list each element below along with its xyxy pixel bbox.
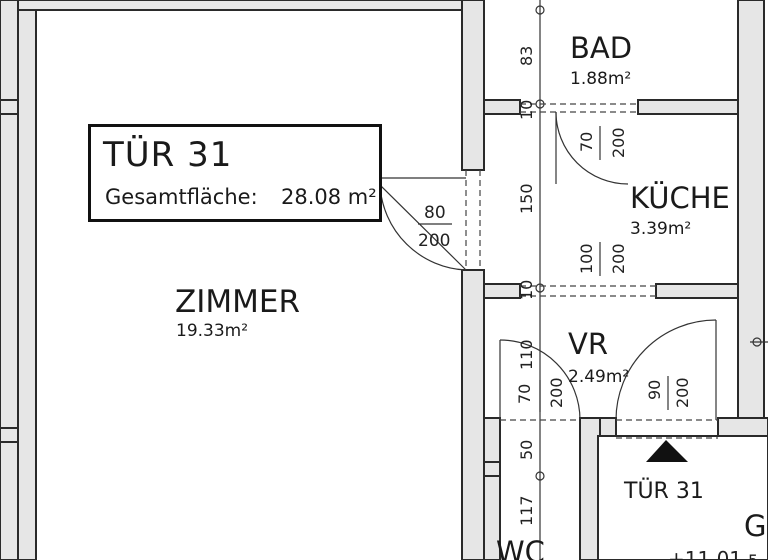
- dim-zimmer-door-w: 80: [424, 203, 446, 223]
- dim-10a: 10: [517, 100, 536, 120]
- wall-center-lower: [461, 269, 485, 560]
- unit-title: TÜR 31: [103, 135, 233, 175]
- dim-83: 83: [517, 46, 536, 66]
- dim-entry-door-h: 200: [673, 377, 692, 408]
- wall-bad-bottom-left: [483, 99, 521, 115]
- room-kueche-area: 3.39m²: [630, 219, 691, 239]
- door-swing-zimmer: [379, 183, 467, 271]
- entrance-label: TÜR 31: [623, 478, 704, 504]
- axis-node: [535, 471, 545, 481]
- dim-wc-door-w: 70: [515, 384, 534, 404]
- total-area-label: Gesamtfläche:: [105, 185, 258, 209]
- total-area-value: 28.08 m²: [281, 185, 377, 209]
- room-bad-area: 1.88m²: [570, 69, 631, 89]
- dim-bad-door-h: 200: [609, 127, 628, 158]
- door-swing-bad: [555, 111, 629, 185]
- wall-g-left: [597, 435, 768, 560]
- wall-bad-bottom-right: [637, 99, 739, 115]
- wall-left-stub-b: [0, 427, 19, 443]
- dimension-labels: 80 200 83 10 150 10 110 50 117 70 200 10…: [418, 46, 763, 560]
- dim-entry-door-w: 90: [645, 380, 664, 400]
- wall-kueche-bottom-right: [655, 283, 739, 299]
- room-vr-name: VR: [568, 327, 608, 361]
- room-vr-area: 2.49m²: [568, 367, 629, 387]
- door-swing-wc: [499, 339, 581, 421]
- room-wc-name: WC: [496, 535, 545, 560]
- wall-left-outer: [0, 0, 19, 560]
- axis-node: [535, 5, 545, 15]
- dim-117: 117: [517, 495, 536, 526]
- dim-zimmer-door-h: 200: [418, 231, 450, 251]
- dim-150: 150: [517, 183, 536, 214]
- wall-left-stub-a: [0, 99, 19, 115]
- dim-bad-door-w: 70: [577, 132, 596, 152]
- unit-title-box: TÜR 31 Gesamtfläche: 28.08 m²: [88, 124, 382, 222]
- dim-wc-door-h: 200: [547, 377, 566, 408]
- dim-kueche-door-h: 200: [609, 243, 628, 274]
- dim-10b: 10: [517, 280, 536, 300]
- dim-partial-right: 5.: [748, 551, 763, 560]
- wall-vr-bottom-left: [483, 417, 501, 560]
- wall-kueche-bottom-left: [483, 283, 521, 299]
- room-g-name: G: [744, 509, 766, 543]
- wall-left-inner: [17, 9, 37, 560]
- door-swing-entry: [615, 319, 717, 421]
- room-labels: ZIMMER 19.33m² BAD 1.88m² KÜCHE 3.39m² V…: [175, 31, 766, 560]
- wall-right-vertical: [737, 0, 765, 439]
- dim-kueche-door-w: 100: [577, 243, 596, 274]
- dimension-marks: [418, 126, 669, 412]
- room-bad-name: BAD: [570, 31, 632, 65]
- wall-top-left: [0, 0, 466, 11]
- dim-110: 110: [517, 339, 536, 370]
- room-kueche-name: KÜCHE: [630, 181, 730, 215]
- room-zimmer-name: ZIMMER: [175, 284, 300, 320]
- dim-partial-bottom: +11.01: [668, 547, 742, 560]
- dim-50: 50: [517, 440, 536, 460]
- wall-center-upper: [461, 0, 485, 171]
- axis-node: [535, 283, 545, 293]
- wall-wc-top: [483, 461, 501, 477]
- door-openings: [465, 103, 718, 439]
- entrance-arrow-icon: [646, 440, 688, 462]
- room-zimmer-area: 19.33m²: [176, 321, 248, 341]
- door-swings: [379, 111, 717, 421]
